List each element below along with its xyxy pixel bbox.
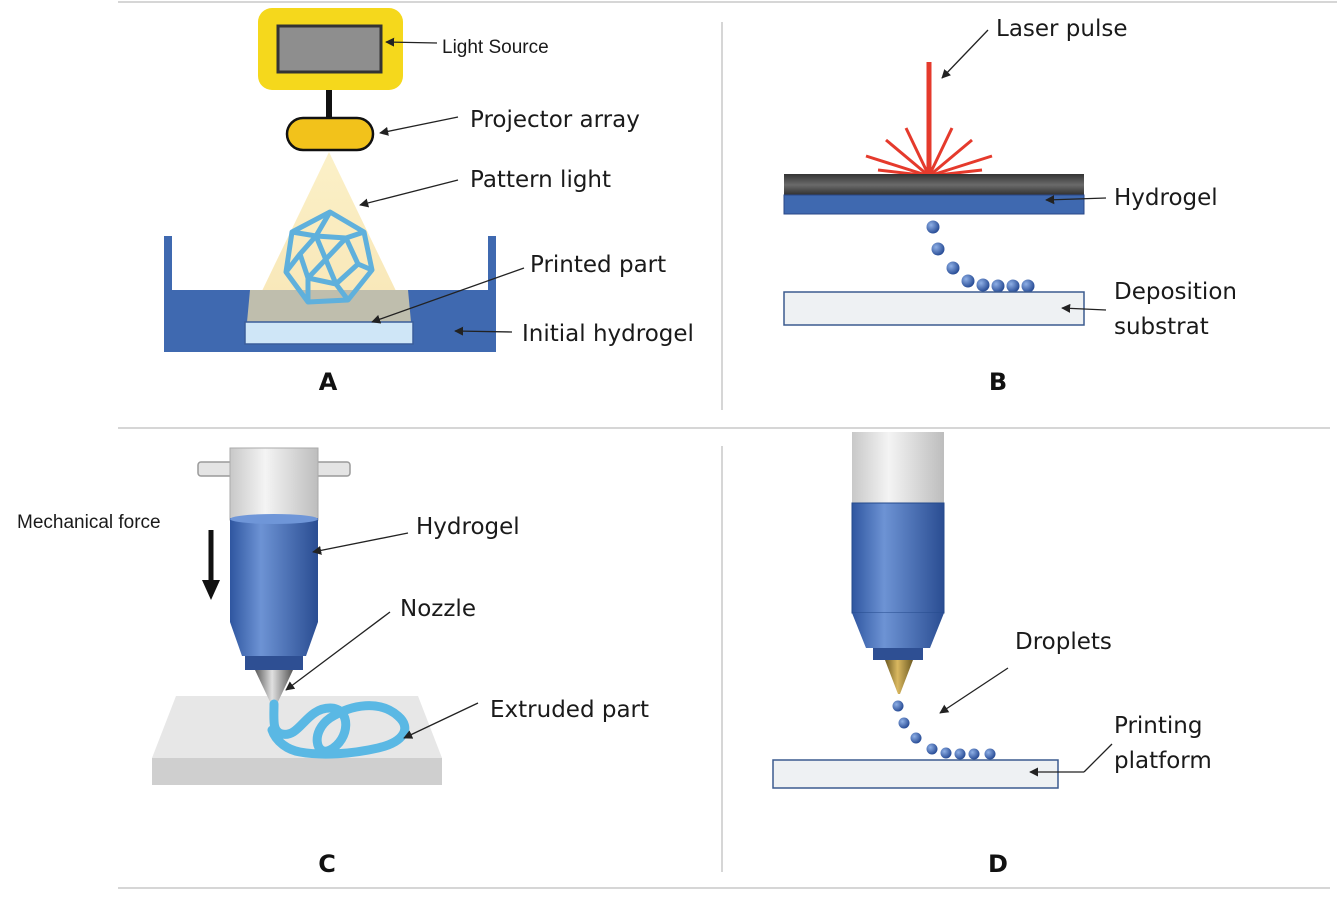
label-platform-line2: platform (1114, 748, 1212, 774)
panel-d-id: D (988, 850, 1008, 878)
hydrogel-layer (783, 194, 1085, 215)
mechanical-force-arrow (202, 530, 220, 600)
inkjet-head (851, 432, 945, 694)
label-pattern-light: Pattern light (470, 167, 611, 193)
label-extruded-part: Extruded part (490, 697, 649, 723)
label-droplets: Droplets (1015, 629, 1112, 655)
printed-part-lattice (283, 209, 375, 305)
panel-b-id: B (989, 368, 1007, 396)
label-printed-part: Printed part (530, 252, 666, 278)
panel-separators (118, 1, 1337, 889)
label-mechanical-force: Mechanical force (17, 512, 161, 533)
projector-array (285, 116, 375, 152)
panel-d-leaders (939, 667, 1113, 777)
label-light-source: Light Source (442, 37, 549, 58)
hydrogel-vat (164, 236, 496, 352)
label-projector-array: Projector array (470, 107, 640, 133)
label-laser-pulse: Laser pulse (996, 16, 1128, 42)
label-initial-hydrogel: Initial hydrogel (522, 321, 694, 347)
label-hydrogel-b: Hydrogel (1114, 185, 1218, 211)
ejected-droplets (892, 700, 996, 760)
light-source (258, 8, 403, 118)
laser-absorbing-layer (784, 174, 1084, 196)
transferred-droplets (926, 220, 1035, 293)
nozzle-tip (255, 670, 293, 704)
extruded-filament (267, 699, 410, 759)
label-nozzle: Nozzle (400, 596, 476, 622)
label-platform-line1: Printing (1114, 713, 1202, 739)
syringe (197, 447, 351, 704)
label-deposition-line1: Deposition (1114, 279, 1237, 305)
laser-pulse-beam (865, 62, 993, 178)
panel-d: Droplets Printing platform D (772, 432, 1212, 878)
printing-platform (772, 759, 1059, 789)
panel-c: Mechanical force Hydrogel Nozzle Extrude… (17, 447, 649, 878)
panel-b-leaders (941, 29, 1107, 313)
panel-c-id: C (318, 850, 336, 878)
label-hydrogel-c: Hydrogel (416, 514, 520, 540)
label-deposition-line2: substrat (1114, 314, 1209, 340)
inkjet-nozzle-tip (885, 660, 913, 694)
panel-a: Light Source Projector array Pattern lig… (164, 8, 694, 396)
panel-a-leaders (359, 37, 525, 336)
panel-a-id: A (319, 368, 338, 396)
panel-c-leaders (285, 532, 479, 739)
panel-b: Laser pulse Hydrogel Deposition substrat… (783, 16, 1237, 396)
deposition-substrate (783, 291, 1085, 326)
